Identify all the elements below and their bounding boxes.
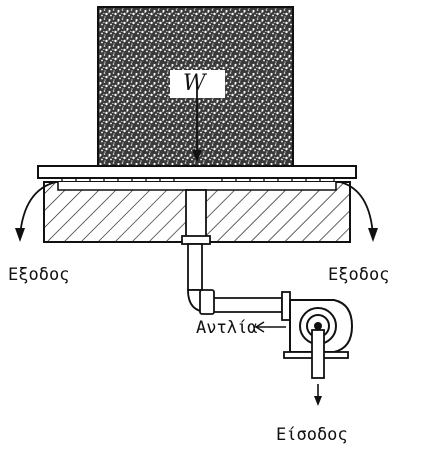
load-label: W (183, 71, 206, 96)
pump-pointer (254, 321, 286, 333)
inlet-arrow (314, 384, 322, 406)
load-arrow-head (192, 150, 202, 162)
outlet-left-arrow (15, 181, 57, 242)
thrust-plate (37, 165, 357, 179)
outlet-left-label: Εξοδος (8, 265, 70, 285)
bearing-pad (43, 181, 351, 245)
inlet-label: Είσοδος (276, 425, 348, 445)
outlet-right-label: Εξοδος (328, 265, 390, 285)
pump (283, 299, 354, 379)
supply-pipe (187, 243, 291, 321)
pump-label: Αντλία (196, 318, 258, 338)
outlet-right-arrow (339, 181, 378, 242)
load-block (97, 6, 294, 168)
